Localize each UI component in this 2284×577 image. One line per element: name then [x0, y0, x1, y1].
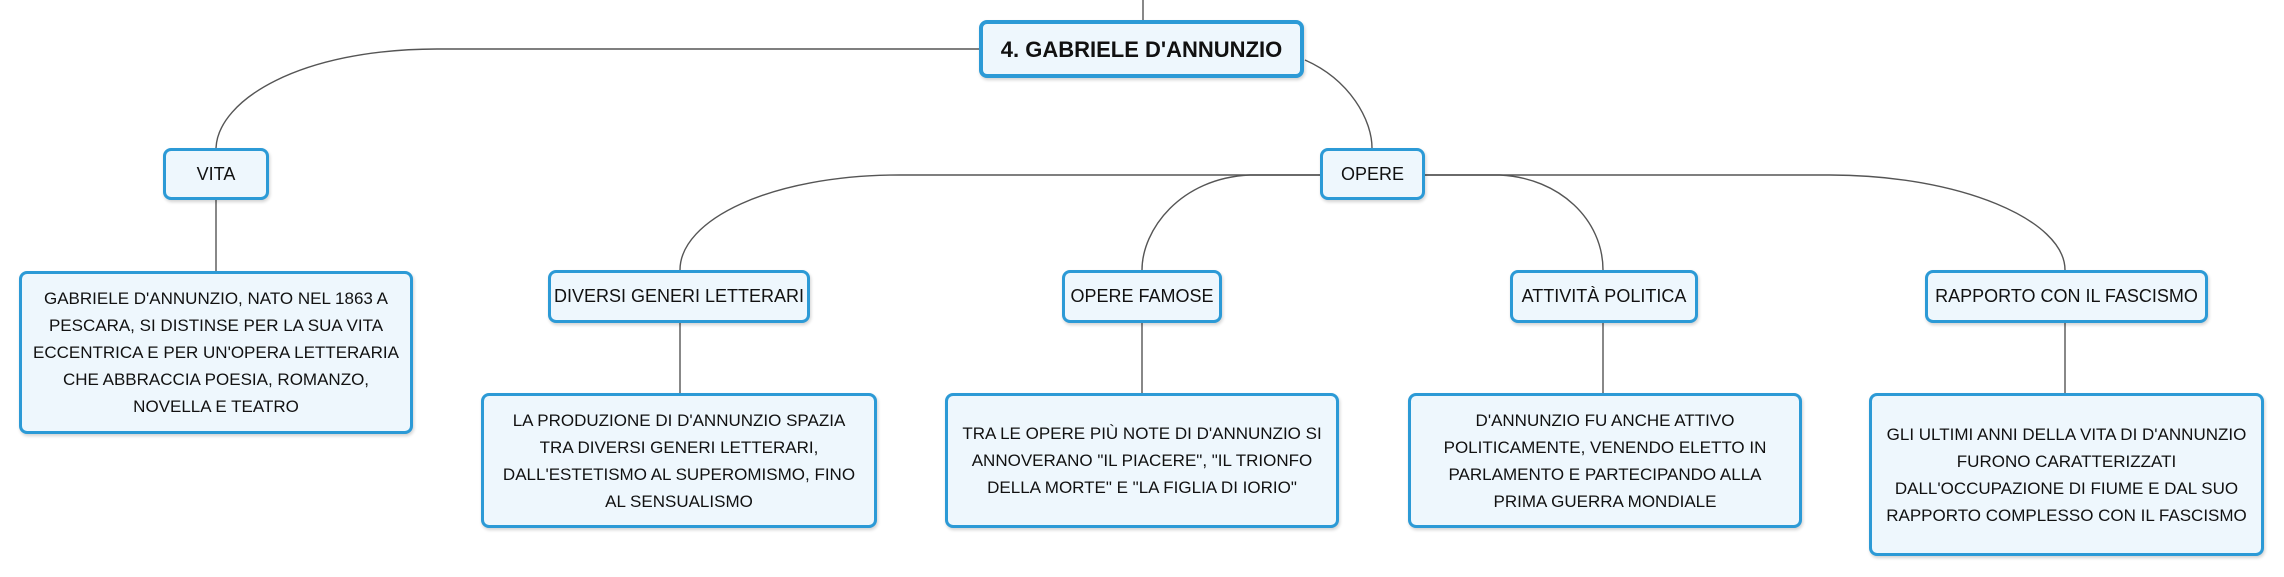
opere-label: OPERE: [1340, 163, 1405, 184]
famose-label: OPERE FAMOSE: [1070, 286, 1214, 306]
connector-opere-politica: [1425, 174, 1604, 271]
famose-node[interactable]: OPERE FAMOSE: [1062, 270, 1222, 323]
politica-leaf[interactable]: D'ANNUNZIO FU ANCHE ATTIVO POLITICAMENTE…: [1408, 393, 1802, 528]
connector-root-opere: [1304, 59, 1373, 149]
generi-node[interactable]: DIVERSI GENERI LETTERARI: [548, 270, 810, 323]
generi-label: DIVERSI GENERI LETTERARI: [553, 286, 805, 306]
politica-leaf-text: D'ANNUNZIO FU ANCHE ATTIVO POLITICAMENTE…: [1443, 410, 1767, 511]
vita-label: VITA: [196, 163, 236, 184]
connector-opere-famose: [1141, 174, 1320, 271]
politica-label: ATTIVITÀ POLITICA: [1521, 286, 1687, 306]
connector-opere-fascismo: [1425, 174, 2066, 271]
fascismo-leaf[interactable]: GLI ULTIMI ANNI DELLA VITA DI D'ANNUNZIO…: [1869, 393, 2264, 556]
root-label: 4. GABRIELE D'ANNUNZIO: [1000, 36, 1283, 62]
fascismo-leaf-text: GLI ULTIMI ANNI DELLA VITA DI D'ANNUNZIO…: [1886, 424, 2247, 525]
famose-leaf[interactable]: TRA LE OPERE PIÙ NOTE DI D'ANNUNZIO SI A…: [945, 393, 1339, 528]
vita-leaf[interactable]: GABRIELE D'ANNUNZIO, NATO NEL 1863 A PES…: [19, 271, 413, 434]
generi-leaf-text: LA PRODUZIONE DI D'ANNUNZIO SPAZIA TRA D…: [502, 410, 856, 511]
connector-opere-generi: [679, 174, 1320, 271]
fascismo-label: RAPPORTO CON IL FASCISMO: [1935, 286, 2198, 306]
fascismo-node[interactable]: RAPPORTO CON IL FASCISMO: [1925, 270, 2208, 323]
root-node[interactable]: 4. GABRIELE D'ANNUNZIO: [979, 20, 1304, 78]
opere-node[interactable]: OPERE: [1320, 148, 1425, 200]
vita-node[interactable]: VITA: [163, 148, 269, 200]
politica-node[interactable]: ATTIVITÀ POLITICA: [1510, 270, 1698, 323]
connector-root-vita: [215, 48, 980, 149]
generi-leaf[interactable]: LA PRODUZIONE DI D'ANNUNZIO SPAZIA TRA D…: [481, 393, 877, 528]
famose-leaf-text: TRA LE OPERE PIÙ NOTE DI D'ANNUNZIO SI A…: [962, 424, 1322, 497]
vita-leaf-text: GABRIELE D'ANNUNZIO, NATO NEL 1863 A PES…: [33, 289, 399, 416]
